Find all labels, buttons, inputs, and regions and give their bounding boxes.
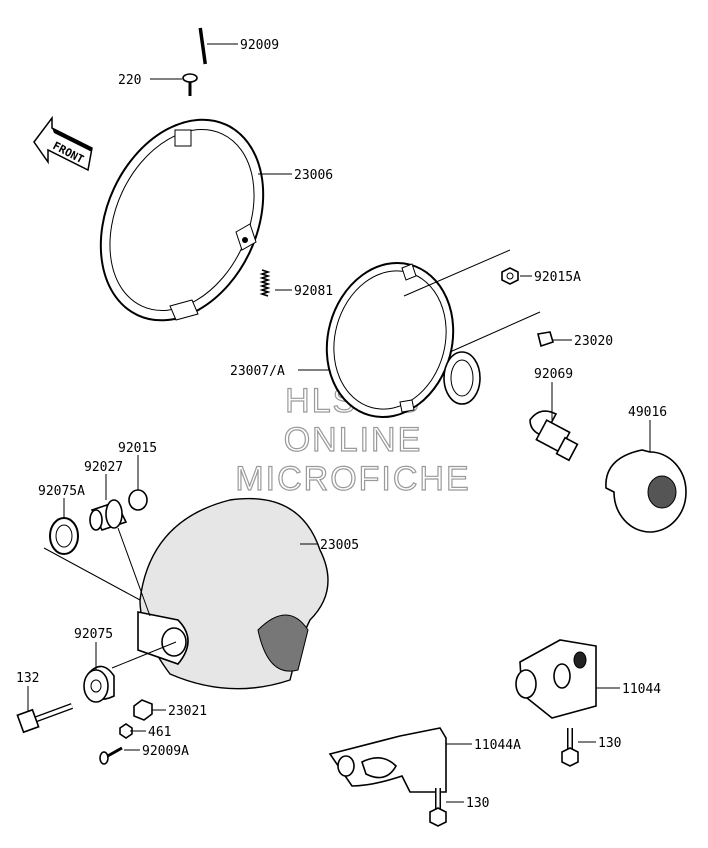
nut-92015a-icon [501, 267, 519, 285]
washer-461-icon [119, 723, 133, 739]
grommet-92075a-icon [49, 517, 79, 555]
headlight-rim [99, 118, 265, 322]
callout-labels: 92009 220 23006 92081 92015A 23020 23007… [16, 38, 667, 811]
callout-92015: 92015 [118, 441, 157, 456]
screw-92009-icon [197, 27, 207, 65]
callout-132: 132 [16, 671, 39, 686]
bracket-11044a-icon [328, 727, 447, 793]
callout-92027: 92027 [84, 460, 123, 475]
screw-220-icon [182, 73, 198, 96]
collar-92015-icon [128, 489, 148, 511]
callout-220: 220 [118, 73, 141, 88]
callout-23006: 23006 [294, 168, 333, 183]
clip-23020-icon [537, 331, 554, 348]
watermark-line3: MICROFICHE [235, 460, 470, 498]
callout-11044a: 11044A [474, 738, 521, 753]
screw-92009a-icon [99, 746, 123, 765]
leader-lines [27, 43, 651, 803]
lamp-ring [325, 261, 481, 419]
callout-130-lower: 130 [466, 796, 489, 811]
grommet-92075-icon [83, 665, 115, 703]
callout-130-upper: 130 [598, 736, 621, 751]
bolt-130-lower-icon [429, 788, 447, 827]
headlight-housing [137, 497, 329, 690]
callout-23021: 23021 [168, 704, 207, 719]
spring-92081-icon [259, 269, 271, 297]
callout-23020: 23020 [574, 334, 613, 349]
callout-92075a: 92075A [38, 484, 85, 499]
bulb-92069-icon [529, 410, 579, 462]
watermark-line2: ONLINE [284, 421, 423, 459]
callout-461: 461 [148, 725, 171, 740]
callout-11044: 11044 [622, 682, 661, 697]
nut-23021-icon [133, 699, 153, 721]
callout-92015a: 92015A [534, 270, 581, 285]
callout-49016: 49016 [628, 405, 667, 420]
front-arrow-icon: FRONT [33, 115, 93, 172]
callout-92075: 92075 [74, 627, 113, 642]
callout-92009a: 92009A [142, 744, 189, 759]
callout-92009: 92009 [240, 38, 279, 53]
bolt-130-upper-icon [561, 728, 579, 767]
collar-92027-icon [89, 499, 128, 531]
bracket-11044-icon [515, 639, 597, 719]
callout-92081: 92081 [294, 284, 333, 299]
cap-49016-icon [605, 449, 687, 533]
callout-23007a: 23007/A [230, 364, 285, 379]
callout-92069: 92069 [534, 367, 573, 382]
callout-23005: 23005 [320, 538, 359, 553]
bolt-132-icon [16, 703, 74, 734]
